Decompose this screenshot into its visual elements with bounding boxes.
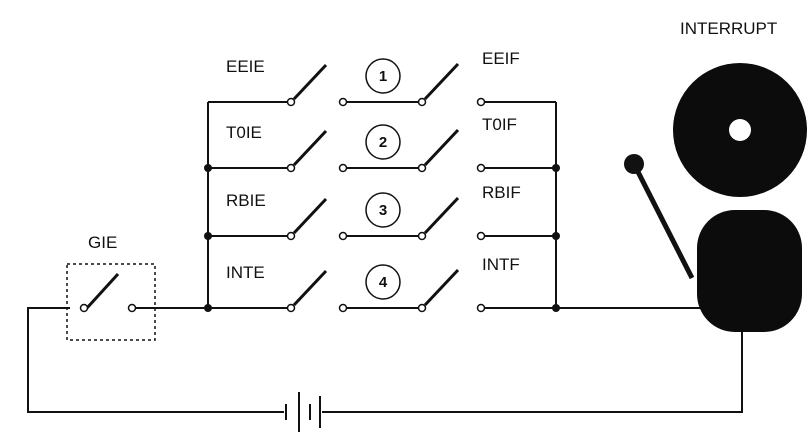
row-number: 2	[379, 134, 387, 151]
loop-right-wire	[322, 330, 743, 413]
bell-hammer-arm	[631, 162, 695, 280]
flag-switch-contact	[417, 303, 427, 313]
flag-out-contact	[476, 97, 486, 107]
battery-icon	[285, 392, 321, 432]
bell-hammer-head	[624, 154, 644, 174]
row-number-circle	[365, 58, 401, 94]
flag-switch-lever	[423, 196, 460, 235]
gie-dashed-box	[66, 263, 156, 341]
enable-out-contact	[338, 303, 348, 313]
flag-switch-lever	[423, 268, 460, 307]
enable-label: EEIE	[226, 57, 265, 76]
row-number: 4	[379, 274, 388, 291]
enable-label: RBIE	[226, 191, 266, 210]
bell-icon: INTERRUPT	[624, 19, 807, 332]
flag-out-contact	[476, 163, 486, 173]
gie-label: GIE	[88, 233, 117, 252]
power-loop	[27, 307, 743, 413]
flag-switch-contact	[417, 97, 427, 107]
enable-switch-lever	[292, 63, 328, 101]
right-bus	[555, 102, 700, 309]
flag-out-contact	[476, 303, 486, 313]
row-number: 3	[379, 202, 387, 219]
junction-dots	[204, 164, 560, 312]
flag-switch-lever	[423, 62, 460, 101]
gie-switch: GIE	[66, 233, 208, 341]
interrupt-row: 2 T0IE T0IF	[208, 115, 556, 173]
enable-switch-lever	[292, 269, 328, 307]
interrupt-row: 3 RBIE RBIF	[208, 183, 556, 241]
enable-switch-contact	[286, 231, 296, 241]
bell-gong-center	[729, 119, 751, 141]
enable-switch-contact	[286, 303, 296, 313]
flag-switch-contact	[417, 163, 427, 173]
enable-out-contact	[338, 231, 348, 241]
row-number-circle	[365, 264, 401, 300]
enable-out-contact	[338, 163, 348, 173]
interrupt-title: INTERRUPT	[680, 19, 777, 38]
flag-label: EEIF	[482, 49, 520, 68]
enable-label: T0IE	[226, 123, 262, 142]
bell-body	[697, 210, 802, 332]
interrupt-row: 4 INTE INTF	[208, 255, 556, 313]
flag-switch-lever	[423, 128, 460, 167]
row-number-circle	[365, 192, 401, 228]
enable-out-contact	[338, 97, 348, 107]
enable-switch-lever	[292, 129, 328, 167]
interrupt-row: 1 EEIE EEIF	[208, 49, 556, 107]
row-number: 1	[379, 68, 387, 85]
row-number-circle	[365, 124, 401, 160]
flag-label: T0IF	[482, 115, 517, 134]
enable-switch-lever	[292, 197, 328, 235]
enable-switch-contact	[286, 163, 296, 173]
enable-switch-contact	[286, 97, 296, 107]
flag-label: RBIF	[482, 183, 521, 202]
enable-label: INTE	[226, 263, 265, 282]
loop-left-wire	[27, 307, 284, 413]
interrupt-rows: 1 EEIE EEIF 2 T0IE T0IF 3 RBIE RBIF 4 INTE INTF	[208, 49, 556, 313]
flag-switch-contact	[417, 231, 427, 241]
flag-label: INTF	[482, 255, 520, 274]
flag-out-contact	[476, 231, 486, 241]
